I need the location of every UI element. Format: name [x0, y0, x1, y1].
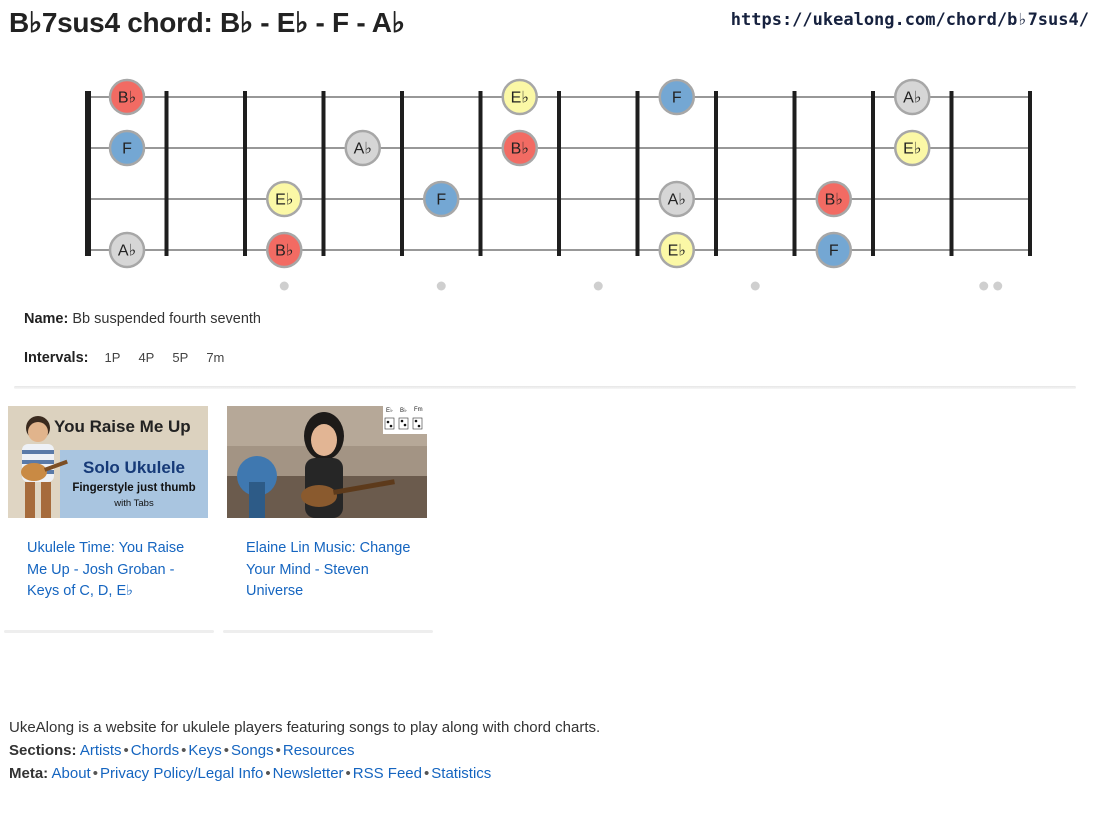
note-circle: [501, 129, 538, 167]
card-shadow: [223, 630, 433, 633]
chord-inset: E♭ B♭ Fm: [383, 406, 427, 434]
note-label: E♭: [903, 141, 921, 158]
fret-marker-dot: [979, 281, 989, 291]
note-label: F: [436, 192, 446, 209]
note-label: E♭: [668, 243, 686, 260]
chord-name-value: Bb suspended fourth seventh: [72, 311, 261, 327]
note-circle: [344, 129, 381, 167]
chord-name-label: Name:: [24, 311, 69, 327]
note-circle: [658, 180, 695, 218]
fret-marker-dot: [436, 281, 446, 291]
interval-item: 4P: [138, 350, 155, 365]
thumb-caption-small: with Tabs: [114, 498, 154, 509]
note-circle: [108, 129, 146, 167]
video-card[interactable]: You Raise Me Up Solo Ukulele Fingerstyle…: [4, 406, 214, 633]
note-circle: [266, 180, 303, 218]
note-label: B♭: [511, 141, 529, 158]
note-circle: [815, 231, 852, 269]
note-label: F: [122, 141, 132, 158]
footer-link-privacy[interactable]: Privacy Policy/Legal Info: [99, 765, 264, 782]
video-thumbnail[interactable]: E♭ B♭ Fm: [227, 406, 427, 518]
chord-fretboard-diagram: B♭ E♭ F A♭ F A♭ B♭ E♭ E♭ F A♭ B♭ A♭ B♭ E♭ F: [85, 78, 1032, 291]
intervals-label: Intervals:: [24, 350, 89, 366]
footer-link-resources[interactable]: Resources: [282, 742, 355, 759]
note-circle: [658, 78, 695, 116]
thumb-title: You Raise Me Up: [54, 417, 191, 436]
interval-item: 1P: [104, 350, 121, 365]
inset-chord: B♭: [400, 408, 407, 414]
thumb-subtitle: Solo Ukulele: [82, 458, 186, 477]
note-circle: [894, 78, 931, 116]
note-circle: [423, 180, 460, 218]
page-title: B♭7sus4 chord: B♭ - E♭ - F - A♭: [9, 7, 405, 38]
note-circle: [501, 78, 538, 116]
meta-label: Meta:: [9, 765, 49, 782]
note-label: E♭: [511, 90, 529, 107]
inset-chord: E♭: [386, 408, 393, 414]
note-label: A♭: [668, 192, 686, 209]
footer-sections: Sections: Artists•Chords•Keys•Songs•Reso…: [9, 742, 355, 759]
chord-name-row: Name: Bb suspended fourth seventh: [24, 311, 261, 327]
footer-link-keys[interactable]: Keys: [188, 742, 222, 759]
interval-item: 5P: [172, 350, 189, 365]
note-label: F: [672, 90, 682, 107]
inset-chord: Fm: [414, 407, 423, 413]
card-shadow: [4, 630, 214, 633]
fret-marker-dot: [993, 281, 1003, 291]
fret-marker-dot: [279, 281, 289, 291]
note-circle: [658, 231, 695, 269]
footer-description: UkeAlong is a website for ukulele player…: [9, 719, 601, 736]
note-label: E♭: [275, 192, 293, 209]
note-circle: [815, 180, 852, 218]
note-label: B♭: [825, 192, 843, 209]
ukulele-player-figure: [21, 416, 68, 518]
footer-link-chords[interactable]: Chords: [130, 742, 180, 759]
footer-link-statistics[interactable]: Statistics: [431, 765, 492, 782]
note-circle: [894, 129, 931, 167]
note-label: B♭: [275, 243, 293, 260]
chord-intervals-row: Intervals: 1P 4P 5P 7m: [24, 350, 224, 366]
thumb-caption: Fingerstyle just thumb: [72, 482, 196, 494]
fret-marker-dot: [750, 281, 760, 291]
sections-label: Sections:: [9, 742, 77, 759]
note-circle: [108, 78, 146, 116]
video-card[interactable]: E♭ B♭ Fm Elaine Lin Music: Change Your M…: [223, 406, 433, 633]
fret-marker-dot: [593, 281, 603, 291]
video-link[interactable]: Elaine Lin Music: Change Your Mind - Ste…: [246, 540, 411, 599]
note-circle: [108, 231, 146, 269]
note-label: B♭: [118, 90, 136, 107]
section-divider: [14, 386, 1076, 389]
note-label: A♭: [903, 90, 921, 107]
note-label: A♭: [354, 141, 372, 158]
note-label: F: [829, 243, 839, 260]
footer-link-about[interactable]: About: [51, 765, 91, 782]
video-thumbnail[interactable]: You Raise Me Up Solo Ukulele Fingerstyle…: [8, 406, 208, 518]
video-still: [227, 406, 427, 518]
footer-meta: Meta: About•Privacy Policy/Legal Info•Ne…: [9, 765, 492, 782]
footer-link-rss[interactable]: RSS Feed: [352, 765, 422, 782]
page-url: https://ukealong.com/chord/b♭7sus4/: [730, 10, 1089, 30]
footer-link-newsletter[interactable]: Newsletter: [272, 765, 344, 782]
video-link[interactable]: Ukulele Time: You Raise Me Up - Josh Gro…: [27, 540, 185, 599]
mini-chord-grids: [384, 417, 423, 430]
footer-link-artists[interactable]: Artists: [79, 742, 122, 759]
interval-item: 7m: [206, 350, 225, 365]
note-label: A♭: [118, 243, 136, 260]
footer-link-songs[interactable]: Songs: [231, 742, 274, 759]
note-circle: [266, 231, 303, 269]
